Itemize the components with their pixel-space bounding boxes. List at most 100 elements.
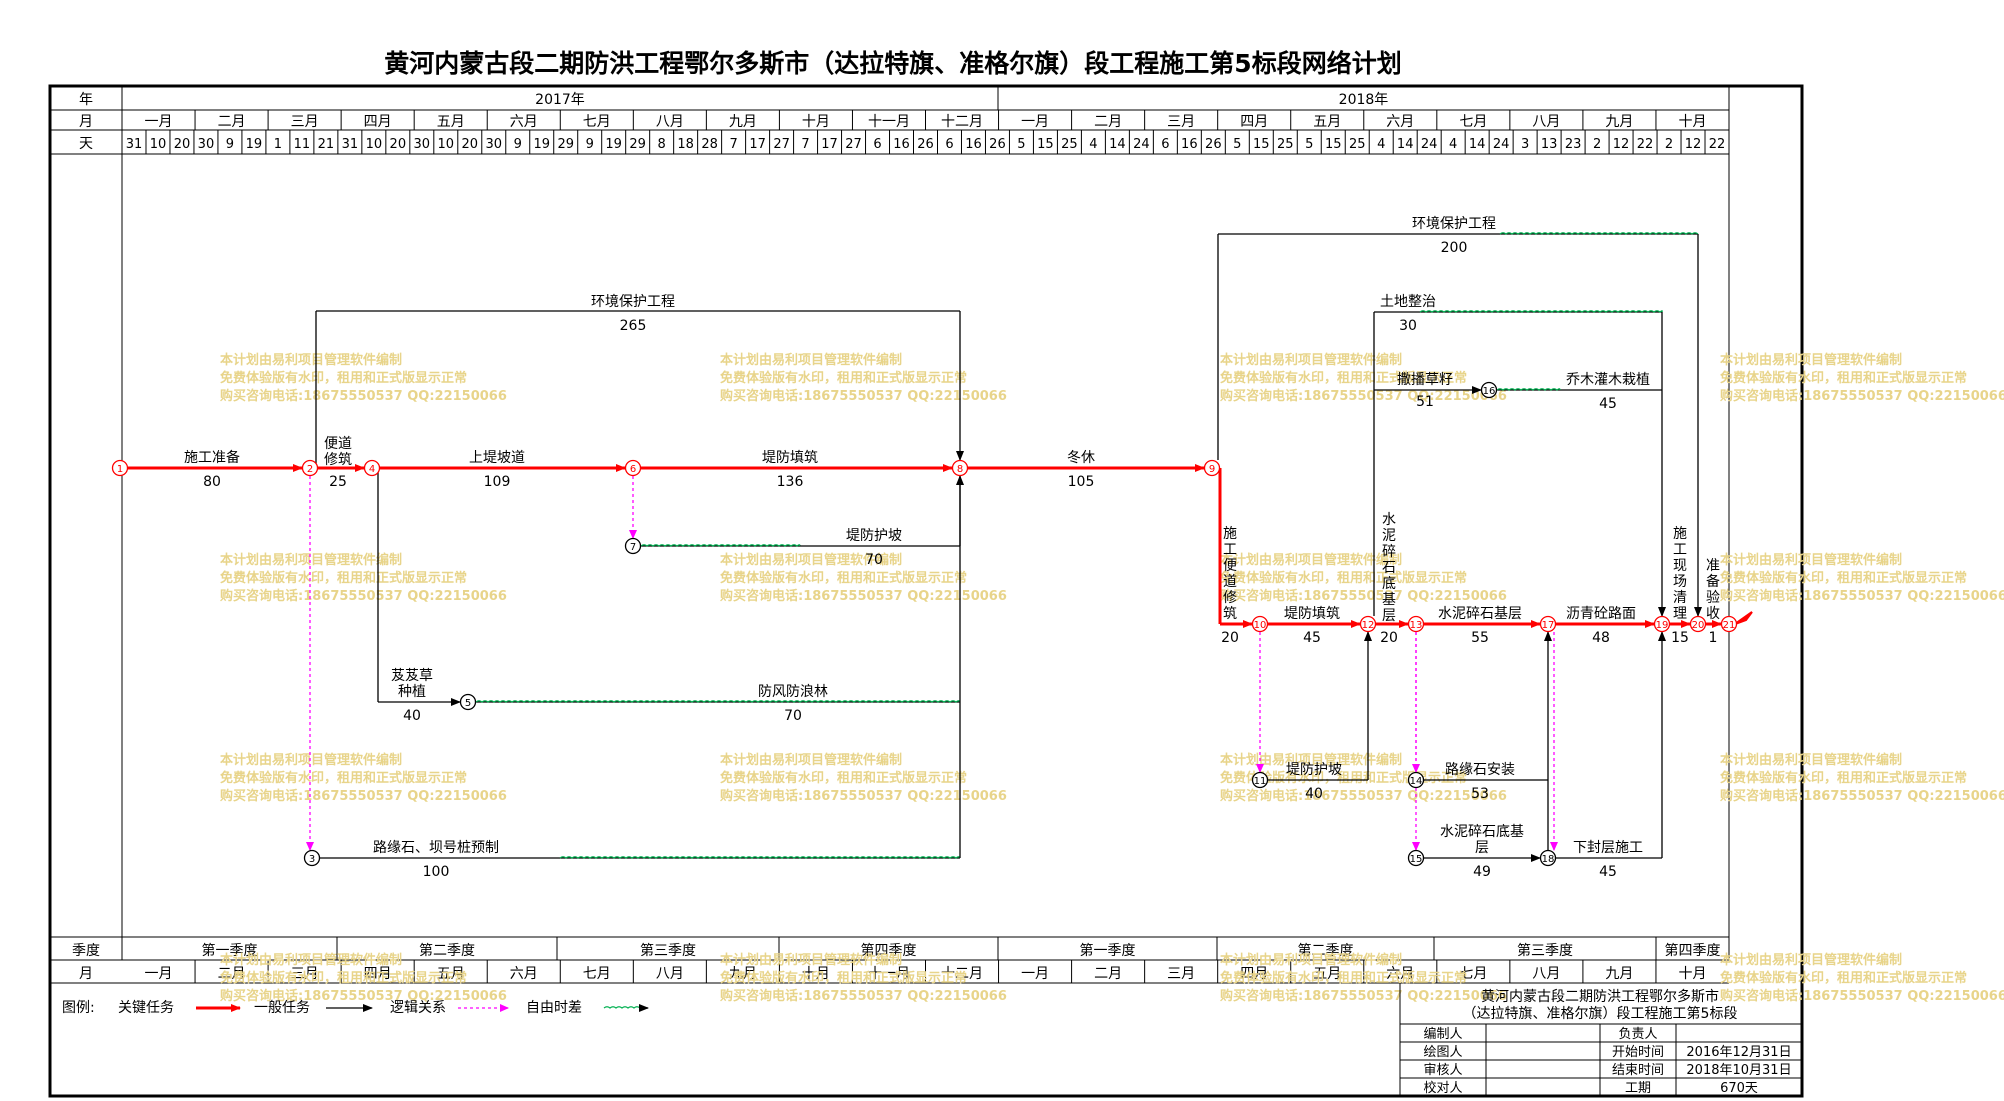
watermark-text: 本计划由易利项目管理软件编制 — [1220, 552, 1402, 568]
day-cell: 4 — [1449, 137, 1457, 152]
legend-float-wave — [603, 1006, 641, 1009]
month-cell: 二月 — [218, 114, 246, 130]
network-node — [1539, 615, 1557, 633]
month-cell: 八月 — [656, 114, 684, 130]
title-block-cell: 负责人 — [1618, 1027, 1657, 1042]
task-name: 堤防护坡 — [1286, 762, 1342, 778]
watermark-text: 购买咨询电话:18675550537 QQ:22150066 — [720, 588, 1007, 604]
quarter-cell: 第四季度 — [1665, 942, 1721, 959]
watermark-text: 购买咨询电话:18675550537 QQ:22150066 — [220, 988, 507, 1004]
day-cell: 2 — [1593, 137, 1601, 152]
free-float-wave — [1419, 310, 1663, 313]
task-name: 下封层施工 — [1573, 840, 1643, 856]
quarter-cell: 第二季度 — [419, 942, 475, 959]
month-cell: 十月 — [802, 114, 830, 130]
day-label: 天 — [79, 136, 93, 152]
day-cell: 16 — [893, 137, 910, 152]
day-cell: 12 — [1613, 137, 1630, 152]
month-cell: 九月 — [729, 114, 757, 130]
day-cell: 31 — [342, 137, 359, 152]
watermark-text: 本计划由易利项目管理软件编制 — [720, 952, 902, 968]
watermark-text: 本计划由易利项目管理软件编制 — [1720, 952, 1902, 968]
month-cell: 三月 — [291, 114, 319, 130]
node-number: 16 — [1483, 386, 1496, 397]
quarter-cell: 第三季度 — [640, 942, 696, 959]
task-name: 路缘石安装 — [1445, 762, 1515, 778]
network-node — [1251, 615, 1269, 633]
day-cell: 25 — [1061, 137, 1078, 152]
task-duration: 40 — [403, 708, 421, 724]
day-cell: 19 — [533, 137, 550, 152]
node-number: 15 — [1410, 854, 1423, 865]
day-cell: 29 — [629, 137, 646, 152]
day-cell: 11 — [294, 137, 311, 152]
footer-month-cell: 九月 — [729, 966, 757, 982]
task-name: 芨芨草种植 — [391, 668, 433, 700]
quarter-cell: 第一季度 — [1080, 942, 1136, 959]
day-cell: 8 — [658, 137, 666, 152]
footer-month-cell: 六月 — [1386, 966, 1414, 982]
node-number: 18 — [1542, 854, 1555, 865]
task-duration: 20 — [1221, 630, 1239, 646]
day-cell: 18 — [677, 137, 694, 152]
month-cell: 十二月 — [941, 114, 983, 130]
month-cell: 九月 — [1605, 114, 1633, 130]
day-cell: 22 — [1637, 137, 1654, 152]
task-name: 路缘石、坝号桩预制 — [373, 839, 499, 856]
day-cell: 19 — [246, 137, 263, 152]
day-cell: 21 — [318, 137, 335, 152]
watermark-text: 购买咨询电话:18675550537 QQ:22150066 — [1720, 588, 2004, 604]
watermark-text: 购买咨询电话:18675550537 QQ:22150066 — [220, 388, 507, 404]
footer-month-cell: 十月 — [802, 966, 830, 982]
watermark-text: 免费体验版有水印，租用和正式版显示正常 — [720, 570, 967, 586]
day-cell: 24 — [1133, 137, 1150, 152]
watermark-text: 购买咨询电话:18675550537 QQ:22150066 — [220, 588, 507, 604]
network-node — [951, 459, 969, 477]
task-name: 准备验收 — [1706, 558, 1720, 622]
watermark-text: 免费体验版有水印，租用和正式版显示正常 — [1720, 570, 1967, 586]
network-node — [624, 459, 642, 477]
task-duration: 40 — [1305, 786, 1323, 802]
watermark-text: 免费体验版有水印，租用和正式版显示正常 — [1220, 770, 1467, 786]
network-node — [1480, 381, 1498, 399]
network-node — [624, 537, 642, 555]
day-cell: 9 — [514, 137, 522, 152]
network-node — [303, 849, 321, 867]
network-node — [301, 459, 319, 477]
day-cell: 2 — [1665, 137, 1673, 152]
legend: 图例:关键任务一般任务逻辑关系自由时差 — [62, 1000, 649, 1016]
footer-month-cell: 三月 — [291, 966, 319, 982]
watermark-text: 免费体验版有水印，租用和正式版显示正常 — [720, 970, 967, 986]
day-cell: 3 — [1521, 137, 1529, 152]
node-number: 19 — [1656, 620, 1669, 631]
watermark-text: 免费体验版有水印，租用和正式版显示正常 — [220, 570, 467, 586]
network-node — [1539, 849, 1557, 867]
node-number: 6 — [630, 464, 636, 475]
node-number: 13 — [1410, 620, 1423, 631]
task-name: 堤防填筑 — [1284, 606, 1340, 622]
year-2017: 2017年 — [535, 92, 585, 108]
day-cell: 26 — [1205, 137, 1222, 152]
day-cell: 17 — [821, 137, 838, 152]
watermark-text: 免费体验版有水印，租用和正式版显示正常 — [720, 370, 967, 386]
task-name: 冬休 — [1067, 450, 1095, 466]
footer-month-cell: 五月 — [437, 966, 465, 982]
network-node — [363, 459, 381, 477]
task-name: 堤防填筑 — [762, 450, 818, 466]
task-labels: 施工准备80便道修筑25上堤坡道109堤防填筑136冬休105环境保护工程265… — [184, 216, 1720, 880]
day-cell: 15 — [1253, 137, 1270, 152]
page-title: 黄河内蒙古段二期防洪工程鄂尔多斯市（达拉特旗、准格尔旗）段工程施工第5标段网络计… — [384, 49, 1401, 78]
watermark-text: 本计划由易利项目管理软件编制 — [720, 352, 902, 368]
task-duration: 109 — [484, 474, 511, 490]
node-number: 11 — [1254, 776, 1267, 787]
free-float-wave — [640, 544, 801, 547]
task-duration: 51 — [1416, 394, 1434, 410]
day-cell: 23 — [1565, 137, 1582, 152]
task-name: 环境保护工程 — [591, 294, 675, 310]
task-name: 撒播草籽 — [1397, 372, 1453, 388]
watermark-text: 购买咨询电话:18675550537 QQ:22150066 — [720, 988, 1007, 1004]
month-cell: 六月 — [510, 114, 538, 130]
watermark-text: 本计划由易利项目管理软件编制 — [1220, 352, 1402, 368]
watermark-text: 本计划由易利项目管理软件编制 — [720, 752, 902, 768]
